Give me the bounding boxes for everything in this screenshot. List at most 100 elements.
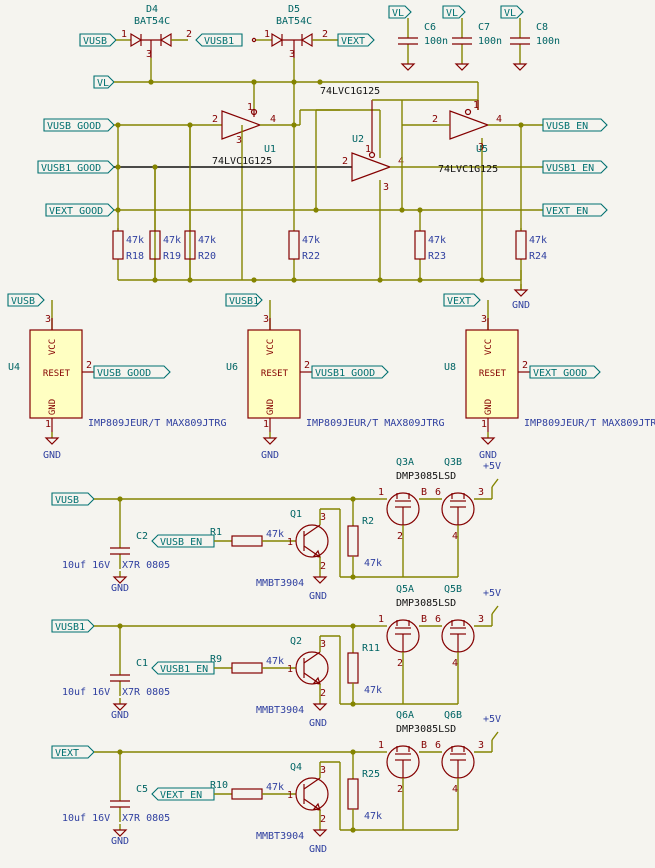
s2-en-label-text: VUSB1_EN: [160, 664, 208, 675]
nc-pin: [251, 37, 257, 43]
vext-label-d5-text: VEXT: [341, 36, 365, 47]
u4-out-label-text: VUSB_GOOD: [97, 368, 151, 379]
pin-number: 3: [320, 639, 326, 650]
s3-rg-body: [347, 778, 359, 810]
pin-number: 4: [452, 784, 458, 795]
s1-mosfet: DMP3085LSD: [396, 471, 456, 482]
vl-net-label: [93, 75, 115, 89]
resistor-body: [288, 230, 300, 260]
resistor-body: [184, 230, 196, 260]
wire: [491, 478, 499, 488]
vext-en-out-label-text: VEXT_EN: [546, 206, 588, 217]
wire: [303, 651, 321, 664]
c8-ref: C8: [536, 22, 548, 33]
vusb1-en-out-label-text: VUSB1_EN: [546, 163, 594, 174]
r23-ref: R23: [428, 251, 446, 262]
pin-number: 4: [452, 658, 458, 669]
pin-number: 1: [45, 419, 51, 430]
c6-ref: C6: [424, 22, 436, 33]
pin-number: 3: [45, 314, 51, 325]
r20-ref: R20: [198, 251, 216, 262]
u8-body: [465, 329, 519, 419]
pin-number: 1: [365, 144, 371, 155]
pin-number: 2: [320, 814, 326, 825]
gnd-symbol: [112, 829, 128, 837]
pin-number: 3: [289, 49, 295, 60]
u6-vcc: VCC: [266, 339, 276, 355]
s1-bjt-gnd: GND: [309, 591, 327, 602]
pin-number: 3: [236, 135, 242, 146]
u6-out-label: [311, 365, 389, 379]
u4-reset: RESET: [43, 369, 71, 379]
s1-en-label-text: VUSB_EN: [160, 537, 202, 548]
vl-net-label-text: VL: [97, 78, 109, 89]
s2-q-value: MMBT3904: [256, 705, 304, 716]
u8-supply-label: [443, 293, 481, 307]
u8-gnd: GND: [484, 399, 494, 415]
r19-ref: R19: [163, 251, 181, 262]
pin-number: 6: [435, 487, 441, 498]
s1-rg-ref: R2: [362, 516, 374, 527]
r20-value: 47k: [198, 235, 216, 246]
s2-rg-ref: R11: [362, 643, 380, 654]
gnd-symbol: [480, 437, 496, 445]
pin-number: 3: [146, 49, 152, 60]
s3-rb-ref: R10: [210, 780, 228, 791]
c6-vl-label-text: VL: [392, 8, 404, 19]
pin-number: 2: [342, 156, 348, 167]
pin-number: 4: [270, 114, 276, 125]
resistor-body: [112, 230, 124, 260]
s2-mosfet: DMP3085LSD: [396, 598, 456, 609]
s1-qa-ref: Q3A: [396, 457, 414, 468]
buffer-u1: [221, 110, 262, 140]
vusb-label-d4: [79, 33, 117, 47]
s1-cap-value: 10uf 16V: [62, 560, 110, 571]
u4-supply-label: [7, 293, 45, 307]
s1-rb-value: 47k: [266, 529, 284, 540]
r22-value: 47k: [302, 235, 320, 246]
oe-bubble-u5: [464, 108, 472, 116]
s3-bjt-arrow: [312, 802, 321, 811]
pin-number: 2: [86, 360, 92, 371]
pin-number: 3: [263, 314, 269, 325]
pin-number: B: [421, 614, 427, 625]
s2-qb-ref: Q5B: [444, 584, 462, 595]
s1-rb-ref: R1: [210, 527, 222, 538]
s1-en-label: [151, 534, 215, 548]
d5-ref: D5: [288, 4, 300, 15]
s2-rb-body: [231, 662, 263, 674]
resistor-body: [414, 230, 426, 260]
u8-supply-label-text: VEXT: [447, 296, 471, 307]
pin-number: 3: [478, 614, 484, 625]
pin-number: 3: [478, 142, 484, 153]
junction-dot: [317, 79, 323, 85]
gate-gnd-label: GND: [512, 300, 530, 311]
s3-rg-value: 47k: [364, 811, 382, 822]
pin-number: 1: [378, 487, 384, 498]
pin-number: 4: [398, 156, 404, 167]
gnd-symbol: [262, 437, 278, 445]
pin-number: 4: [452, 531, 458, 542]
s1-rg-value: 47k: [364, 558, 382, 569]
pin-number: 3: [320, 765, 326, 776]
r18-ref: R18: [126, 251, 144, 262]
resistor-body: [515, 230, 527, 260]
c7-vl-label: [442, 5, 466, 19]
s3-mosfet: DMP3085LSD: [396, 724, 456, 735]
u8-ref: U8: [444, 362, 456, 373]
s1-bjt-circle: [295, 524, 329, 558]
s1-qb-ref: Q3B: [444, 457, 462, 468]
s2-bjt-gnd: GND: [309, 718, 327, 729]
s3-en-label-text: VEXT_EN: [160, 790, 202, 801]
s3-qa-ref: Q6A: [396, 710, 414, 721]
u4-out-label: [93, 365, 171, 379]
s3-rb-body: [231, 788, 263, 800]
vusb-en-out-label: [542, 118, 608, 132]
u6-supply-label: [225, 293, 263, 307]
u8-part: IMP809JEUR/T MAX809JTRG: [524, 418, 655, 429]
wire: [303, 524, 321, 537]
pin-number: 1: [247, 102, 253, 113]
pin-number: 1: [287, 664, 293, 675]
s1-rail-label: [51, 492, 95, 506]
wire: [303, 545, 321, 558]
